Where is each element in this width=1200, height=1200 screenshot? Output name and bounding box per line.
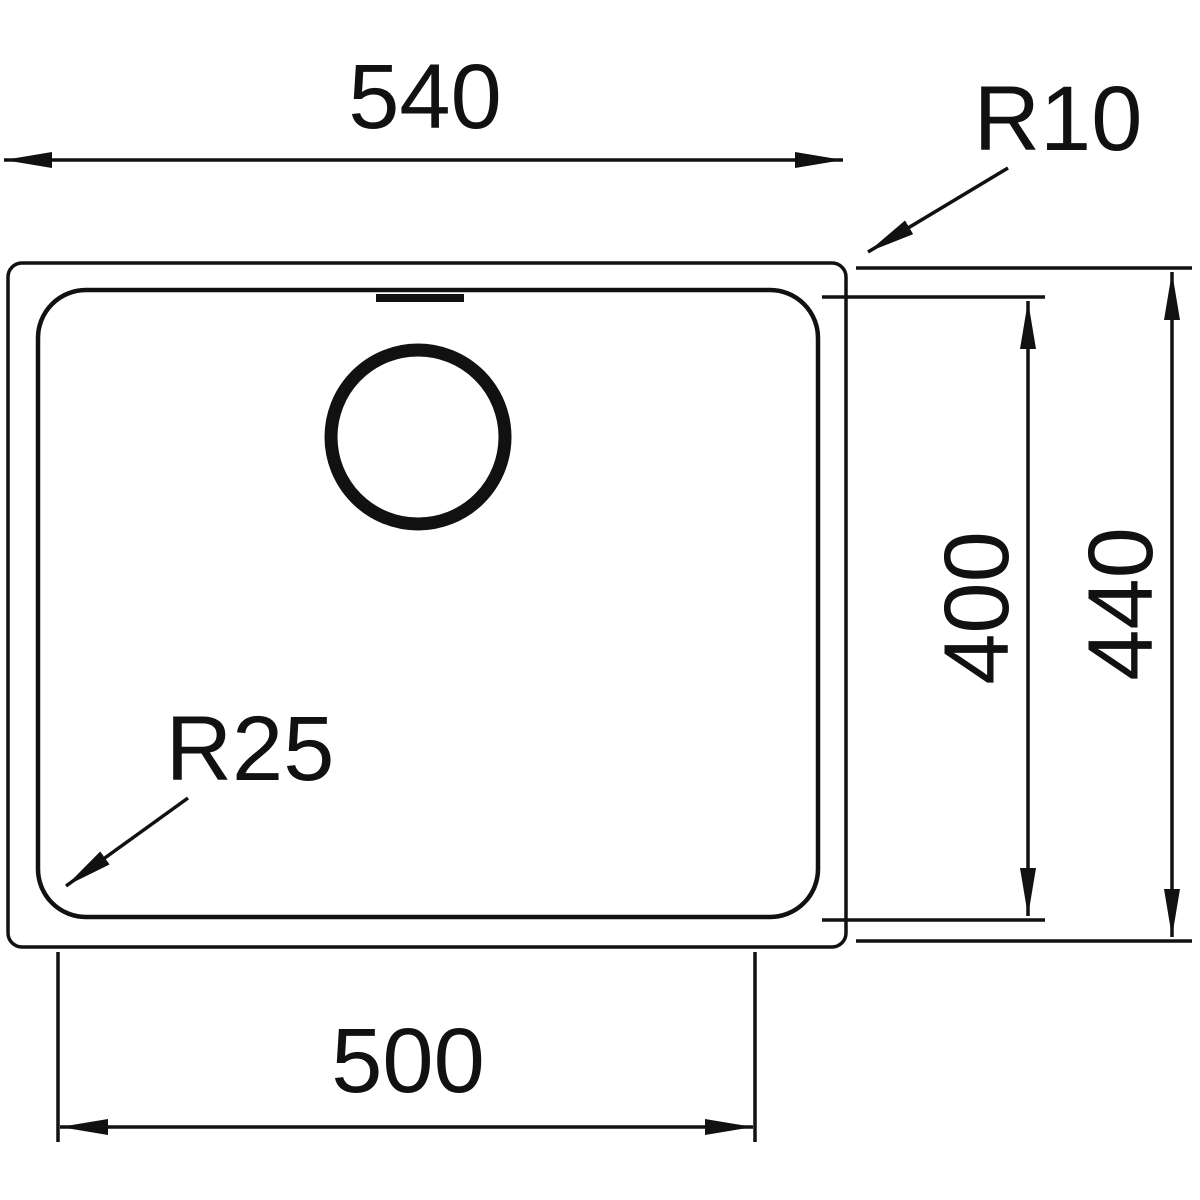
drain-hole (324, 343, 512, 531)
sink-bowl-edge (35, 287, 821, 920)
dimension-label-bottom-width: 500 (331, 1010, 485, 1112)
dimension-label-top-width: 540 (348, 46, 502, 148)
label-bowl-corner-radius: R25 (166, 698, 335, 800)
label-outer-corner-radius: R10 (974, 68, 1143, 170)
leader-line-bowl-corner-radius (64, 796, 190, 888)
dimension-label-overall-height: 440 (1070, 527, 1172, 681)
leader-line-outer-corner-radius (867, 166, 1009, 254)
sink-outer-edge (6, 261, 848, 949)
dimension-label-bowl-height: 400 (926, 531, 1028, 685)
